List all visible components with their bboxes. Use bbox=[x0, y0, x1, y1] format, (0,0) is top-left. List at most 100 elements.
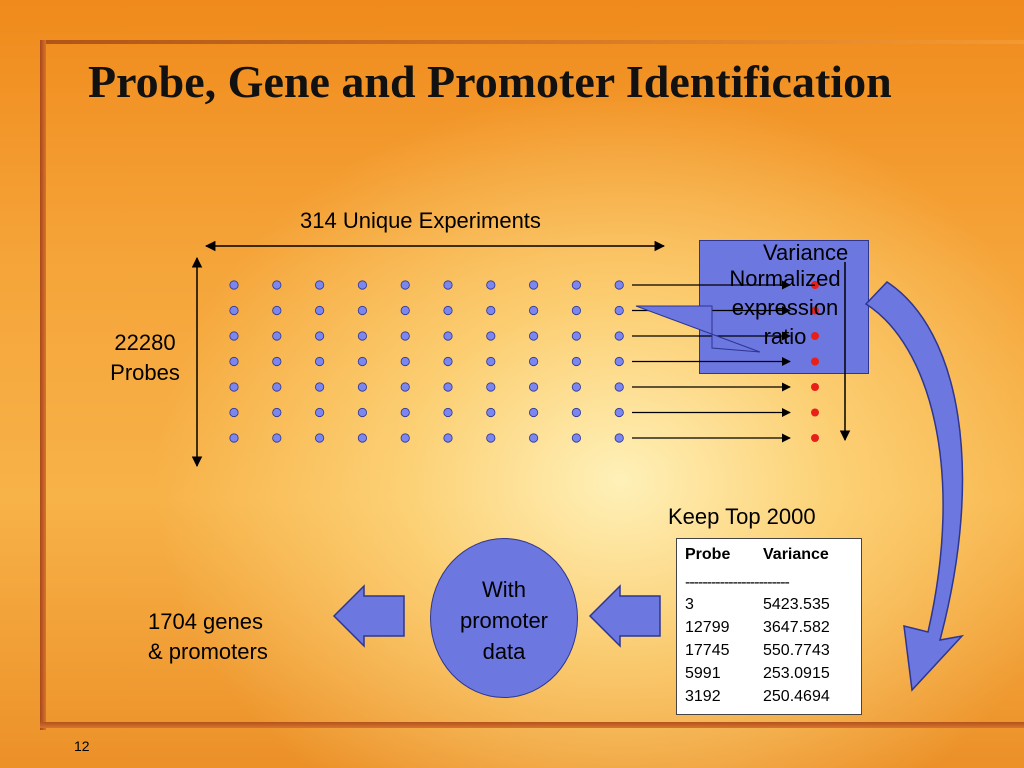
grid-dot bbox=[400, 407, 410, 418]
grid-dot bbox=[443, 331, 453, 341]
grid-dot bbox=[443, 356, 453, 367]
probe-cell: 5991 bbox=[685, 665, 721, 682]
grid-dot bbox=[443, 305, 453, 316]
grid-dot bbox=[314, 305, 325, 316]
grid-dot bbox=[229, 331, 239, 341]
variance-cell: 3647.582 bbox=[763, 619, 830, 636]
grid-dot bbox=[571, 407, 582, 418]
table-separator: ------------------------ bbox=[685, 574, 790, 591]
grid-dot bbox=[357, 356, 367, 367]
grid-dot bbox=[528, 433, 539, 443]
bottom-rule bbox=[40, 722, 1024, 728]
red-dot bbox=[811, 408, 819, 417]
grid-dot bbox=[486, 382, 496, 392]
red-dots bbox=[811, 281, 819, 442]
grid-dot bbox=[486, 433, 496, 443]
probe-cell: 3192 bbox=[685, 688, 721, 705]
grid-dot bbox=[229, 433, 239, 443]
probes-label: 22280 Probes bbox=[110, 330, 180, 385]
grid-dot bbox=[614, 433, 624, 443]
grid-dot bbox=[486, 356, 496, 367]
grid-dot bbox=[443, 407, 453, 418]
red-dot bbox=[811, 332, 819, 340]
grid-dot bbox=[614, 407, 624, 418]
grid-dot bbox=[443, 433, 453, 443]
experiments-label: 314 Unique Experiments bbox=[300, 208, 541, 233]
red-dot bbox=[811, 357, 819, 366]
keep-top-label: Keep Top 2000 bbox=[668, 504, 816, 529]
grid-dot bbox=[272, 382, 282, 392]
grid-dot bbox=[229, 382, 239, 392]
red-dot bbox=[811, 434, 819, 442]
grid-dot bbox=[400, 433, 410, 443]
grid-dot bbox=[314, 356, 325, 367]
grid-dot bbox=[528, 331, 539, 341]
promoter-ellipse bbox=[430, 538, 578, 698]
grid-dot bbox=[443, 382, 453, 392]
row-arrows bbox=[632, 280, 791, 443]
grid-dot bbox=[614, 356, 624, 367]
probe-cell: 3 bbox=[685, 596, 694, 613]
grid-dot bbox=[528, 280, 539, 290]
grid-dot bbox=[272, 305, 282, 316]
grid-dot bbox=[528, 305, 539, 316]
grid-dot bbox=[614, 305, 624, 316]
grid-dot bbox=[486, 407, 496, 418]
grid-dot bbox=[229, 407, 239, 418]
page-number: 12 bbox=[74, 738, 90, 754]
grid-dot bbox=[528, 407, 539, 418]
variance-cell: 253.0915 bbox=[763, 665, 830, 682]
grid-dot bbox=[571, 433, 582, 443]
slide-title: Probe, Gene and Promoter Identification bbox=[88, 56, 892, 107]
grid-dot bbox=[443, 280, 453, 290]
grid-dot bbox=[272, 356, 282, 367]
grid-dot bbox=[400, 280, 410, 290]
grid-dot bbox=[614, 382, 624, 392]
variance-cell: 250.4694 bbox=[763, 688, 830, 705]
header-probe: Probe bbox=[685, 546, 731, 563]
grid-dot bbox=[357, 305, 367, 316]
header-variance: Variance bbox=[763, 546, 829, 563]
left-rule bbox=[40, 40, 46, 730]
grid-dot bbox=[314, 382, 325, 392]
result-label: 1704 genes & promoters bbox=[148, 609, 268, 664]
normalized-expression-label: Normalized expression ratio bbox=[729, 266, 841, 349]
variance-label: Variance bbox=[763, 240, 849, 265]
grid-dot bbox=[400, 356, 410, 367]
grid-dot bbox=[571, 305, 582, 316]
grid-dot bbox=[314, 433, 325, 443]
grid-dot bbox=[528, 356, 539, 367]
grid-dot bbox=[486, 280, 496, 290]
grid-dot bbox=[229, 280, 239, 290]
grid-dot bbox=[614, 280, 624, 290]
grid-dot bbox=[571, 356, 582, 367]
variance-table: Probe Variance ------------------------ … bbox=[676, 538, 862, 715]
grid-dot bbox=[357, 331, 367, 341]
grid-dot bbox=[400, 382, 410, 392]
grid-dot bbox=[229, 356, 239, 367]
red-dot bbox=[811, 281, 819, 289]
grid-dot bbox=[400, 305, 410, 316]
grid-dot bbox=[272, 280, 282, 290]
variance-cell: 5423.535 bbox=[763, 596, 830, 613]
arrow-to-promoter bbox=[588, 584, 661, 648]
grid-dot bbox=[357, 382, 367, 392]
promoter-label: With promoter data bbox=[459, 577, 549, 664]
probe-cell: 12799 bbox=[685, 619, 730, 636]
probe-cell: 17745 bbox=[685, 642, 730, 659]
curved-arrow bbox=[864, 281, 965, 692]
variance-cell: 550.7743 bbox=[763, 642, 830, 659]
grid-dot bbox=[614, 331, 624, 341]
arrow-to-genes bbox=[332, 584, 405, 648]
grid-dot bbox=[357, 280, 367, 290]
variance-callout-tail bbox=[635, 305, 761, 353]
top-rule bbox=[40, 40, 1024, 44]
grid-dot bbox=[357, 407, 367, 418]
grid-dot bbox=[571, 280, 582, 290]
grid-dot bbox=[571, 382, 582, 392]
grid-dot bbox=[357, 433, 367, 443]
dot-grid bbox=[229, 280, 624, 443]
grid-dot bbox=[272, 433, 282, 443]
grid-dot bbox=[314, 280, 325, 290]
